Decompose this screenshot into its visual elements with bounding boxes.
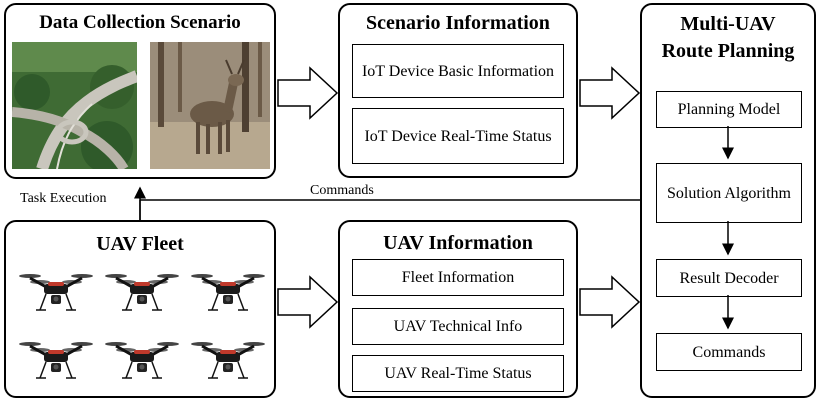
commands-box: Commands [656, 333, 802, 371]
block-arrow-fleet-to-uavinfo [277, 275, 339, 329]
drone-icon [105, 342, 179, 379]
uav-information-panel: UAV Information Fleet Information UAV Te… [338, 220, 578, 398]
drone-icon [19, 274, 93, 311]
block-arrow-info-to-planning [579, 66, 641, 120]
solution-algorithm-box: Solution Algorithm [656, 163, 802, 223]
route-planning-title-line2: Route Planning [661, 40, 795, 62]
data-collection-scenario-panel: Data Collection Scenario [4, 3, 276, 179]
route-planning-title-line1: Multi-UAV [680, 13, 776, 35]
uav-fleet-panel: UAV Fleet [4, 220, 276, 398]
deer-photo [150, 42, 270, 169]
block-arrow-scenario-to-info [277, 66, 339, 120]
route-planning-panel: Multi-UAV Route Planning Planning Model … [640, 3, 816, 398]
iot-device-real-time-status-box: IoT Device Real-Time Status [352, 108, 564, 164]
result-decoder-box: Result Decoder [656, 259, 802, 297]
commands-label: Commands [310, 183, 374, 198]
scenario-information-panel: Scenario Information IoT Device Basic In… [338, 3, 578, 178]
fleet-information-box: Fleet Information [352, 259, 564, 296]
task-execution-label: Task Execution [20, 191, 107, 206]
uav-fleet-title: UAV Fleet [96, 233, 184, 255]
block-arrow-uavinfo-to-planning [579, 275, 641, 329]
drone-icon [191, 274, 265, 311]
drone-icon [19, 342, 93, 379]
drone-icon [105, 274, 179, 311]
planning-model-box: Planning Model [656, 91, 802, 128]
drone-icon [191, 342, 265, 379]
iot-device-basic-information-box: IoT Device Basic Information [352, 44, 564, 98]
uav-info-title: UAV Information [383, 232, 533, 254]
highway-photo [12, 42, 137, 169]
uav-technical-info-box: UAV Technical Info [352, 308, 564, 345]
scenario-title: Data Collection Scenario [39, 12, 241, 33]
uav-real-time-status-box: UAV Real-Time Status [352, 355, 564, 392]
scenario-info-title: Scenario Information [366, 12, 550, 34]
